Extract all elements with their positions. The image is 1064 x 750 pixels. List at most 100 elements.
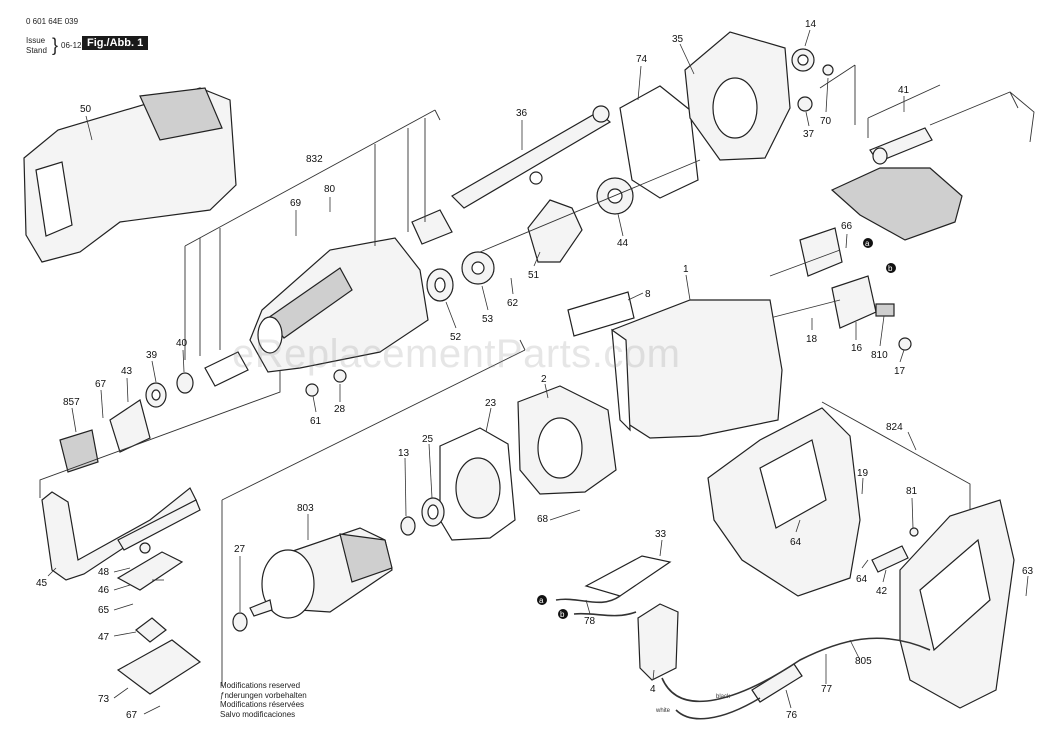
label-33: 33 [655,529,667,540]
part-43-clamp [109,399,151,453]
label-65: 65 [98,605,110,616]
label-53: 53 [482,314,494,325]
label-4: 4 [650,684,656,695]
label-70: 70 [820,116,832,127]
label-23: 23 [485,398,497,409]
note-line: Modifications réservées [220,700,305,710]
cable-805 [661,637,931,702]
label-857: 857 [63,397,80,408]
part-41-lever [929,91,1035,143]
label-66: 66 [841,221,853,232]
bracket-left [39,370,281,498]
note-line: Modifications reserved [220,681,301,690]
label-36: 36 [516,108,528,119]
part-66-brush-holder [799,227,843,277]
label-50: 50 [80,104,92,115]
issue-date: 06-12-06 [61,41,94,50]
label-80: 80 [324,184,336,195]
connector-b-marker-2 [886,263,896,273]
part-number-labels: 50 832 80 69 36 74 35 14 37 70 41 66 44 … [36,19,1034,721]
bracket-824 [821,401,971,510]
label-46: 46 [98,585,110,596]
part-857-sleeve [59,429,99,473]
watermark: eReplacementParts.com [232,332,681,376]
stand-label: Stand [26,46,47,55]
part-33-switch-support [584,555,672,597]
label-74: 74 [636,54,648,65]
part-40-ring [176,372,194,394]
label-69: 69 [290,198,302,209]
part-51-crank [527,199,583,263]
label-14: 14 [805,19,817,30]
connector-b-label-2: b [888,264,893,273]
part-74-plate [619,85,699,199]
label-35: 35 [672,34,684,45]
label-43: 43 [121,366,133,377]
connector-b-label: b [560,610,565,619]
label-48: 48 [98,567,110,578]
label-42: 42 [876,586,888,597]
bracket-841 [479,159,701,253]
label-2: 2 [541,374,547,385]
part-73-base [116,639,202,695]
label-52: 52 [450,332,462,343]
label-67-lower: 67 [126,710,138,721]
label-803: 803 [297,503,314,514]
part-42-plate [871,545,909,573]
label-17: 17 [894,366,906,377]
bracket-mark: } [52,35,59,55]
label-45: 45 [36,578,48,589]
label-805: 805 [855,656,872,667]
label-41: 41 [898,85,910,96]
connector-a-marker [537,595,547,605]
connector-a-marker-2 [863,238,873,248]
part-8-label [567,291,635,337]
connector-b-marker [558,609,568,619]
wire-label-white: white [655,708,671,714]
part-810-brush [875,303,895,317]
bracket-motor [221,339,526,686]
label-39: 39 [146,350,158,361]
label-37: 37 [803,129,815,140]
label-68: 68 [537,514,549,525]
label-40: 40 [176,338,188,349]
label-77: 77 [821,684,833,695]
part-46-plate [116,551,184,591]
label-47: 47 [98,632,110,643]
part-13-ring [400,516,416,536]
label-44: 44 [617,238,629,249]
label-8: 8 [645,289,651,300]
label-28: 28 [334,404,346,415]
part-17-cap [898,337,912,351]
part-832-gear-housing [249,237,429,373]
label-16: 16 [851,343,863,354]
label-62: 62 [507,298,519,309]
part-1-motor-housing [611,299,783,439]
part-16-brush-holder [831,275,877,329]
part-37-bushing [797,96,813,112]
bracket-832 [184,109,441,360]
part-47-knob [135,617,167,643]
label-18: 18 [806,334,818,345]
wire-label-black: black [716,694,731,700]
label-51: 51 [528,270,540,281]
label-81: 81 [906,486,918,497]
label-810: 810 [871,350,888,361]
connector-a-label-2: a [865,239,870,248]
connector-a-label: a [539,596,544,605]
label-61: 61 [310,416,322,427]
label-19: 19 [857,468,869,479]
part-61-screw [305,383,319,397]
label-13: 13 [398,448,410,459]
part-27-bearing [232,612,248,632]
label-824: 824 [886,422,903,433]
label-25: 25 [422,434,434,445]
label-64-upper: 64 [790,537,802,548]
part-45-shoe [41,487,197,581]
label-76: 76 [786,710,798,721]
doc-number: 0 601 64E 039 [26,17,79,26]
label-67-upper: 67 [95,379,107,390]
part-36-plunger [451,111,612,209]
label-78: 78 [584,616,596,627]
